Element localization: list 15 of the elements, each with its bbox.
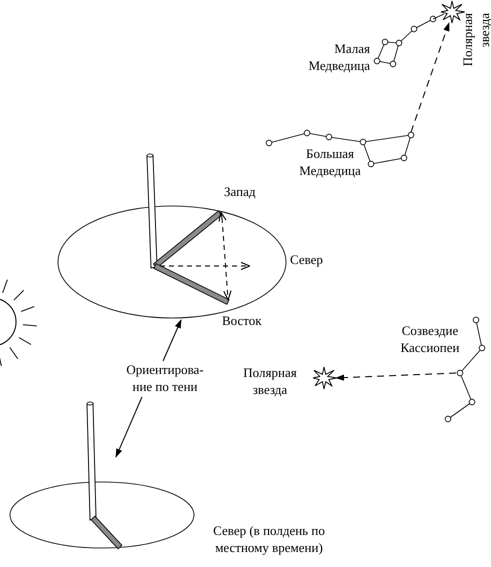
direction-label: Север [290, 251, 324, 268]
caption-text: Ориентирова- ние по тени [116, 361, 214, 397]
direction-label: Запад [224, 183, 256, 200]
star-icon [312, 366, 336, 390]
arrow [335, 372, 457, 381]
direction-label: Север (в полдень по местному времени) [212, 522, 326, 556]
arrow [410, 22, 450, 132]
star-icon [440, 0, 464, 24]
arrow [162, 319, 182, 362]
direction-label: Полярная звезда [242, 364, 298, 398]
direction-label: Созвездие Кассиопеи [400, 322, 460, 356]
constellation-name: Большая Медведица [298, 145, 362, 179]
constellation-name: Малая Медведица [307, 40, 370, 74]
arrow [115, 396, 142, 458]
direction-label: Восток [222, 312, 263, 329]
